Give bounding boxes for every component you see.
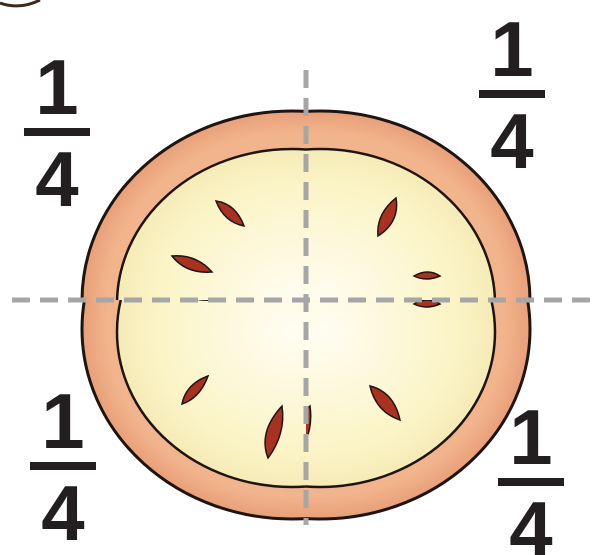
fraction-numerator: 1 — [477, 10, 547, 88]
fraction-denominator: 4 — [22, 140, 92, 218]
fraction-denominator: 4 — [496, 490, 566, 555]
fraction-denominator: 4 — [477, 102, 547, 180]
fraction-numerator: 1 — [22, 48, 92, 126]
fraction-label-bottom-left: 1 4 — [28, 382, 98, 552]
fraction-numerator: 1 — [28, 382, 98, 460]
fraction-label-top-right: 1 4 — [477, 10, 547, 180]
fraction-label-bottom-right: 1 4 — [496, 398, 566, 555]
fraction-numerator: 1 — [496, 398, 566, 476]
fraction-label-top-left: 1 4 — [22, 48, 92, 218]
fraction-denominator: 4 — [28, 474, 98, 552]
